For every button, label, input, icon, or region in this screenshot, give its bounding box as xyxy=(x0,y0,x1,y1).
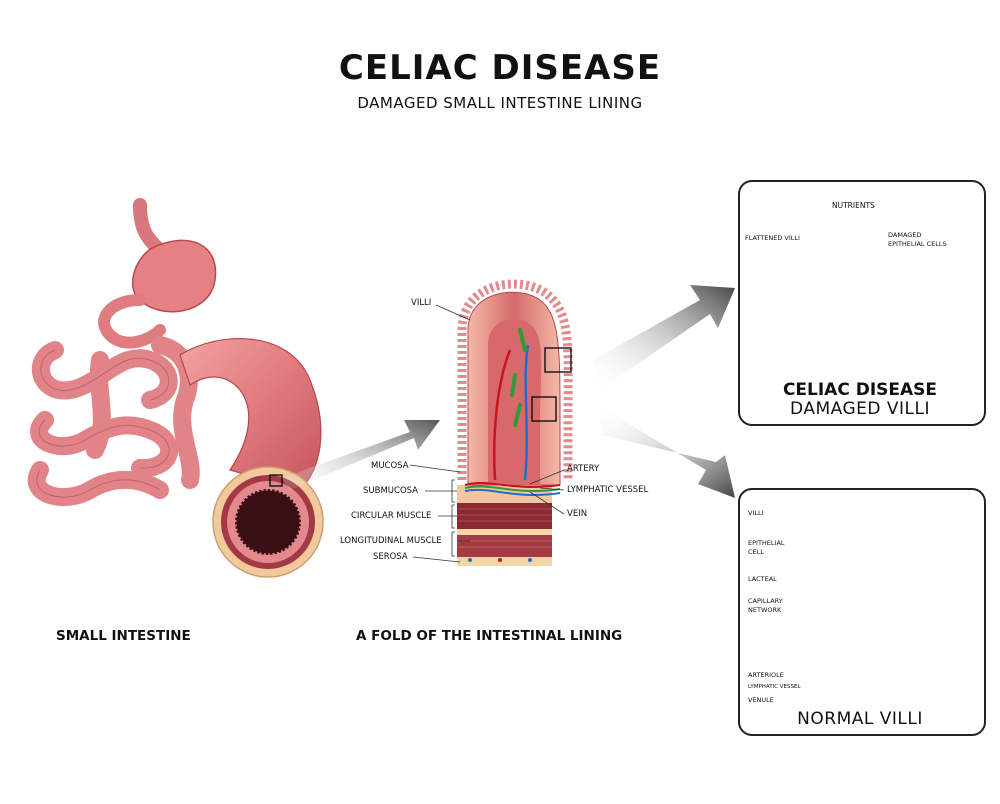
label-capillary-line2: NETWORK xyxy=(748,606,782,614)
caption-small-intestine: SMALL INTESTINE xyxy=(56,628,191,644)
label-serosa: SEROSA xyxy=(373,552,408,562)
damaged-panel-subtitle: DAMAGED VILLI xyxy=(790,399,930,419)
page-subtitle: DAMAGED SMALL INTESTINE LINING xyxy=(357,94,643,112)
page-title: CELIAC DISEASE xyxy=(338,48,662,88)
damaged-panel-title: CELIAC DISEASE xyxy=(782,380,938,400)
label-mucosa: MUCOSA xyxy=(371,461,409,471)
label-vein: VEIN xyxy=(567,509,588,519)
caption-fold: A FOLD OF THE INTESTINAL LINING xyxy=(356,628,623,644)
label-flattened-villi: FLATTENED VILLI xyxy=(745,234,800,242)
intestinal-fold-illustration xyxy=(457,279,573,566)
label-circular-muscle: CIRCULAR MUSCLE xyxy=(351,511,432,521)
small-intestine-illustration xyxy=(28,198,324,578)
label-capillary-line1: CAPILLARY xyxy=(748,597,783,605)
arrow-to-normal xyxy=(597,405,735,498)
label-damaged-line1: DAMAGED xyxy=(888,231,922,239)
label-arteriole: ARTERIOLE xyxy=(748,671,784,679)
arrow-to-fold xyxy=(282,420,440,490)
label-villi: VILLI xyxy=(411,298,432,308)
label-artery: ARTERY xyxy=(567,464,600,474)
label-submucosa: SUBMUCOSA xyxy=(363,486,418,496)
label-longitudinal-muscle: LONGITUDINAL MUSCLE xyxy=(340,536,442,546)
label-lacteal: LACTEAL xyxy=(748,575,777,583)
label-lymphatic-vessel: LYMPHATIC VESSEL xyxy=(567,485,649,495)
label-epithelial-line1: EPITHELIAL xyxy=(748,539,785,547)
arrow-to-damaged xyxy=(593,285,735,392)
label-epithelial-line2: CELL xyxy=(748,548,764,556)
damaged-villi-panel xyxy=(738,180,986,426)
label-damaged-line2: EPITHELIAL CELLS xyxy=(888,240,947,248)
label-normal-lymphatic-vessel: LYMPHATIC VESSEL xyxy=(748,684,801,690)
normal-panel-title: NORMAL VILLI xyxy=(797,709,923,729)
label-venule: VENULE xyxy=(748,696,774,704)
label-nutrients: NUTRIENTS xyxy=(832,201,875,210)
normal-villi-panel xyxy=(738,488,986,736)
label-normal-villi: VILLI xyxy=(748,509,764,517)
